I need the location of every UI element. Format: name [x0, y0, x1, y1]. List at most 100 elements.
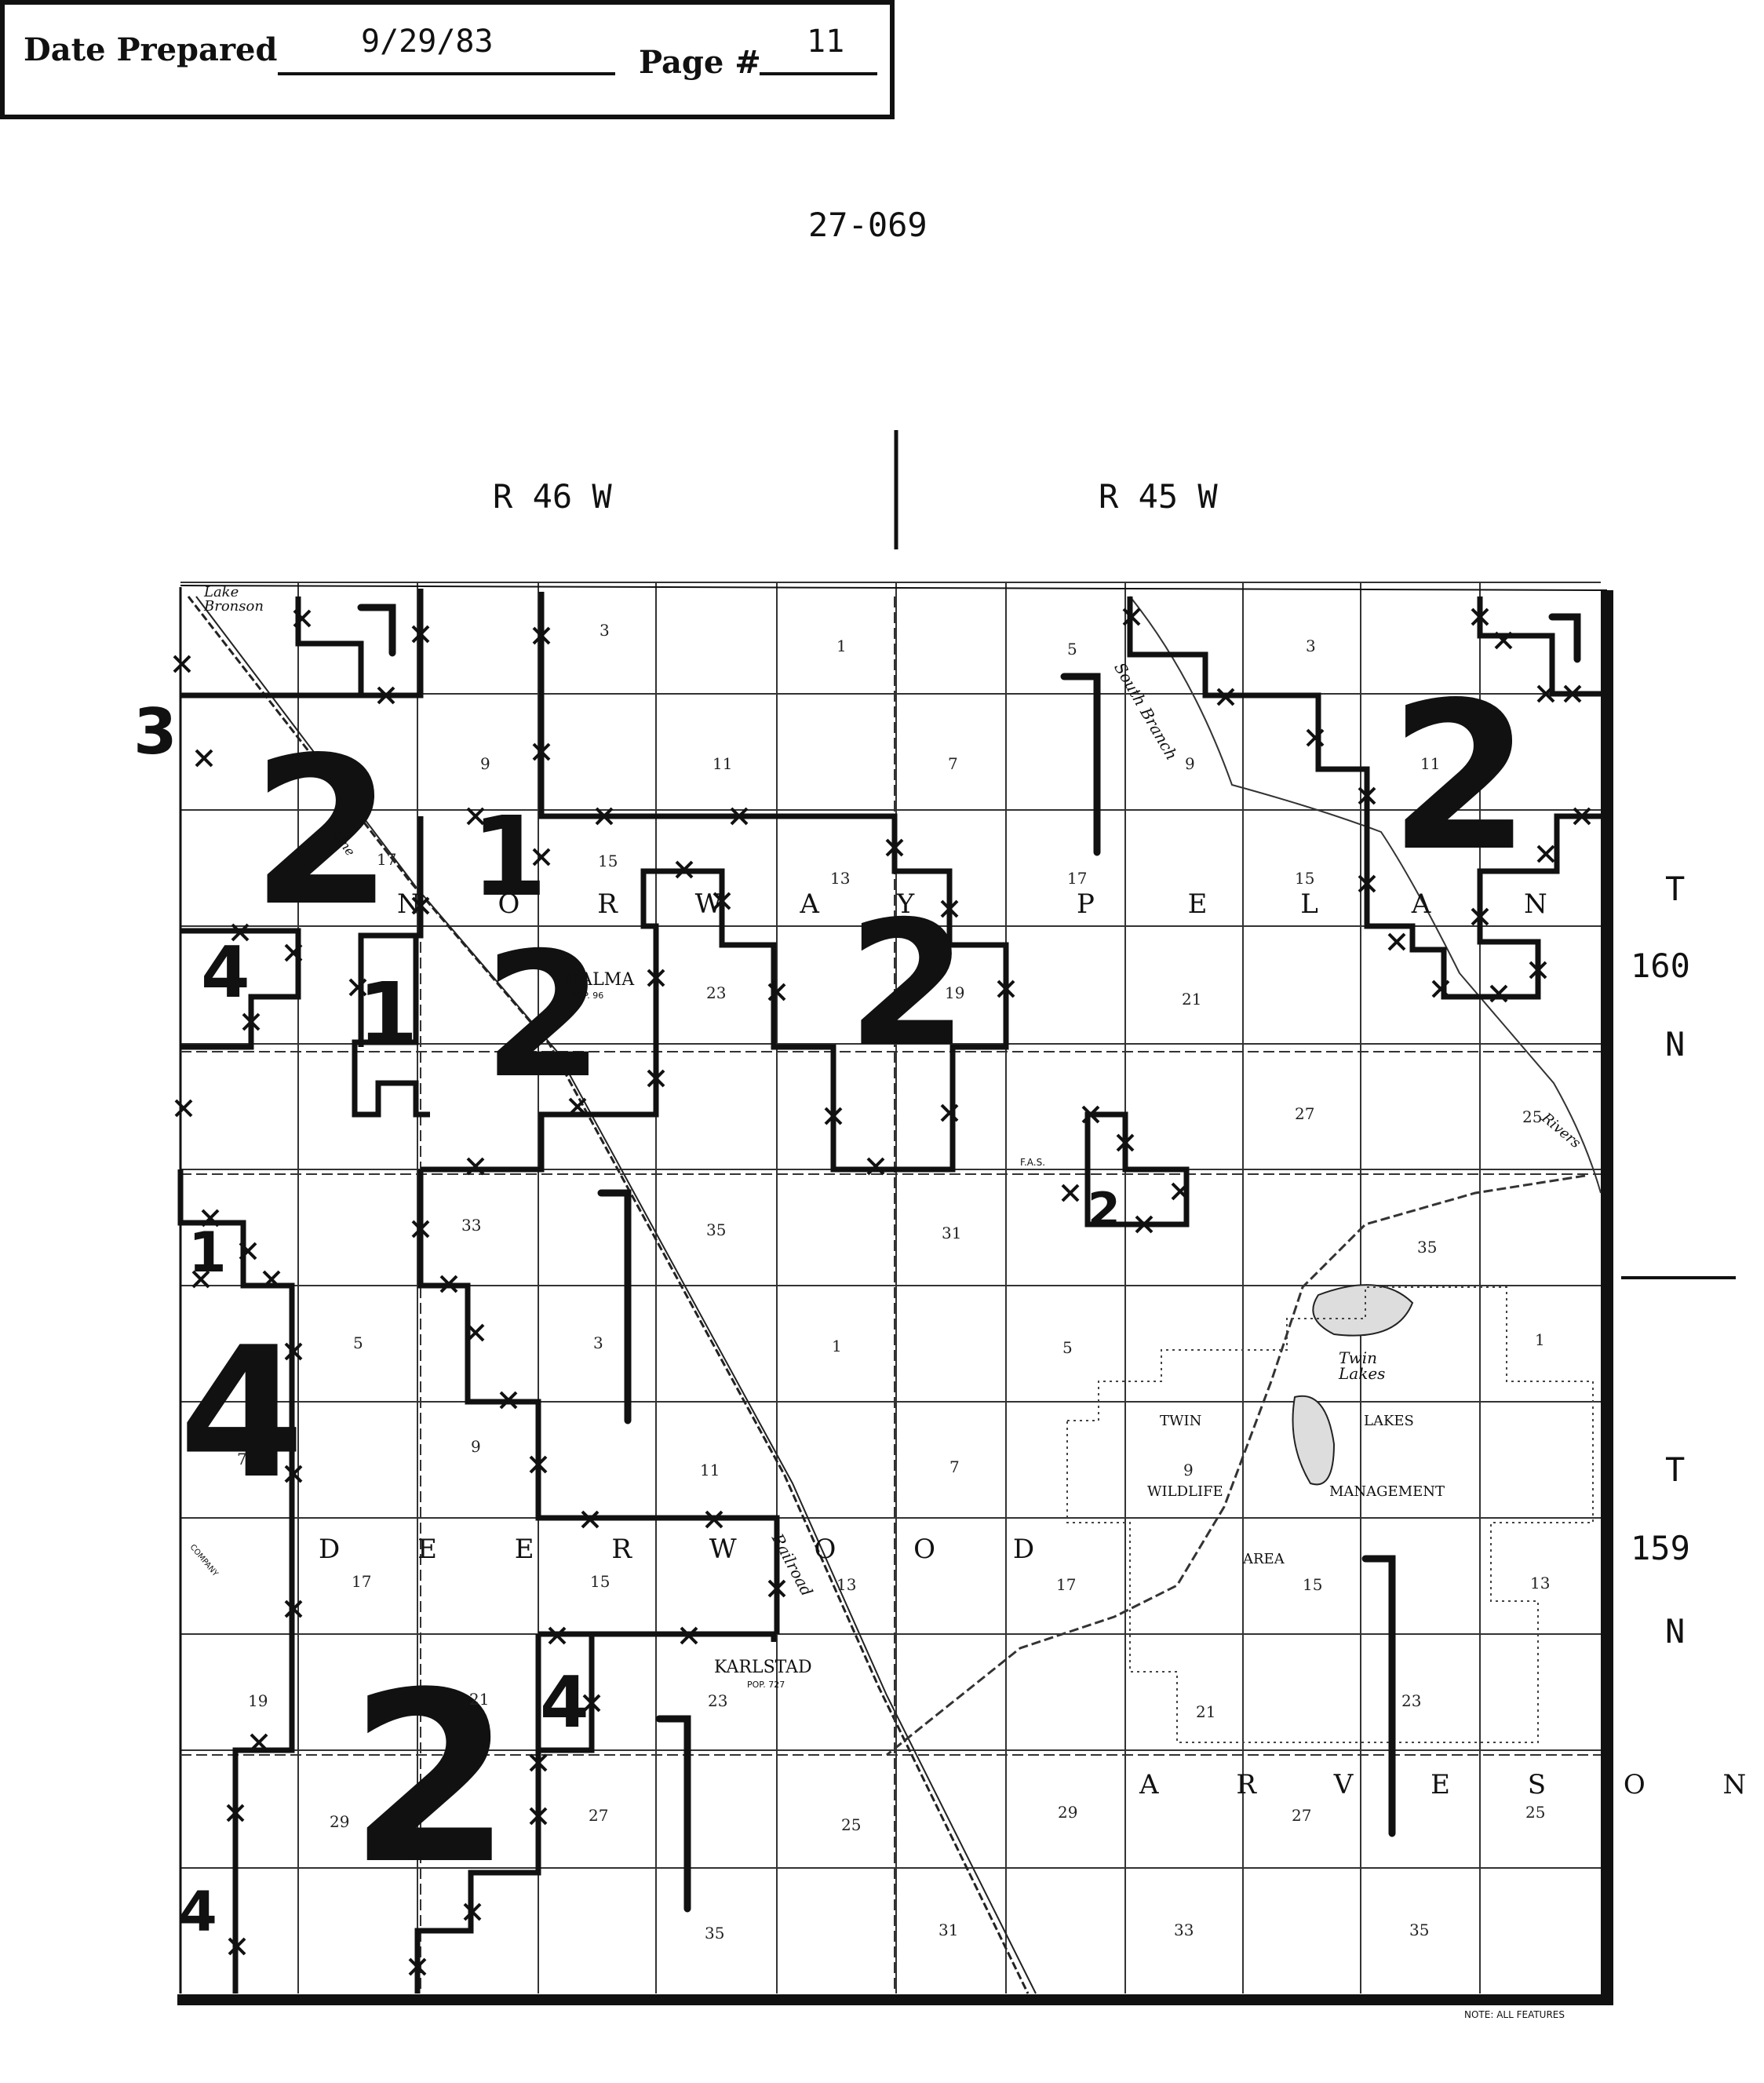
- wildlife-lakes-label: LAKES: [1364, 1413, 1414, 1429]
- svg-text:23: 23: [1401, 1691, 1421, 1710]
- svg-text:17: 17: [377, 850, 396, 869]
- svg-text:3: 3: [1306, 637, 1316, 655]
- svg-text:35: 35: [706, 1220, 726, 1239]
- svg-text:35: 35: [1417, 1238, 1437, 1257]
- svg-text:9: 9: [480, 754, 490, 773]
- zone-label-4-sw: 4: [179, 1880, 217, 1944]
- town-label-pelan: P E L A N: [1077, 888, 1590, 920]
- svg-text:15: 15: [1303, 1575, 1322, 1594]
- page-number-label: Page #: [639, 44, 761, 81]
- svg-text:27: 27: [1295, 1104, 1314, 1123]
- svg-text:7: 7: [948, 754, 958, 773]
- date-prepared-value: 9/29/83: [361, 24, 494, 60]
- svg-text:1: 1: [836, 637, 847, 655]
- svg-text:7: 7: [949, 1457, 960, 1476]
- map-note: NOTE: ALL FEATURES: [1464, 2009, 1565, 2020]
- svg-text:9: 9: [471, 1437, 481, 1456]
- wildlife-twin-label: TWIN: [1160, 1413, 1202, 1429]
- svg-text:35: 35: [1409, 1921, 1429, 1939]
- page-number-value: 11: [807, 24, 845, 60]
- svg-text:13: 13: [836, 1575, 856, 1594]
- svg-text:23: 23: [706, 983, 726, 1002]
- township-t160-t: T: [1665, 870, 1686, 908]
- page-underline: [760, 72, 877, 75]
- svg-text:13: 13: [830, 869, 850, 888]
- range-label-r46w: R 46 W: [493, 477, 612, 516]
- boundary-tick-marks: [173, 607, 1591, 1976]
- zone-label-2-small: 2: [1088, 1183, 1121, 1238]
- road-fap-11: [886, 1174, 1586, 1757]
- zone-label-4-large: 4: [179, 1309, 304, 1519]
- wildlife-label: WILDLIFE: [1147, 1483, 1223, 1500]
- railroad-line: [187, 596, 1030, 1994]
- zone-label-1-halma: 1: [358, 964, 418, 1064]
- svg-text:11: 11: [713, 754, 732, 773]
- town-label-halma: HALMA: [565, 970, 635, 990]
- township-t159-d: N: [1665, 1612, 1686, 1651]
- handwritten-strokes: [357, 604, 1581, 1913]
- zone-label-2-center: 2: [847, 884, 968, 1085]
- svg-text:5: 5: [1067, 640, 1077, 658]
- lake-bronson-label: Lake Bronson: [204, 584, 264, 615]
- svg-text:17: 17: [1056, 1575, 1076, 1594]
- svg-text:25: 25: [1525, 1803, 1545, 1822]
- svg-text:17: 17: [352, 1572, 371, 1591]
- date-prepared-label: Date Prepared: [24, 31, 278, 68]
- zone-label-1-west: 1: [188, 1220, 227, 1285]
- wildlife-area-boundary: [1066, 1286, 1594, 1743]
- zone-label-4-west: 4: [201, 932, 250, 1014]
- svg-text:13: 13: [1530, 1574, 1550, 1592]
- map-border: [177, 585, 1613, 2005]
- svg-text:25: 25: [841, 1815, 861, 1834]
- svg-text:11: 11: [1420, 754, 1440, 773]
- svg-text:21: 21: [1182, 990, 1201, 1009]
- svg-text:19: 19: [248, 1691, 268, 1710]
- svg-text:23: 23: [708, 1691, 727, 1710]
- fas-label: F.A.S.: [1020, 1157, 1046, 1168]
- town-label-arveson: A R V E S O N: [1139, 1769, 1764, 1800]
- svg-text:17: 17: [1067, 869, 1087, 888]
- river-south-branch: [1129, 596, 1602, 1194]
- range-label-r45w: R 45 W: [1099, 477, 1218, 516]
- town-label-deerwood: D E E R W O O D: [319, 1534, 1070, 1565]
- svg-text:3: 3: [593, 1333, 603, 1352]
- town-label-karlstad: KARLSTAD: [714, 1658, 812, 1677]
- county-roads: [180, 596, 1601, 1994]
- town-label-norway: N O R W A Y: [397, 888, 949, 920]
- svg-text:5: 5: [1062, 1338, 1073, 1357]
- header-box: Date Prepared 9/29/83 Page # 11: [0, 0, 895, 119]
- township-t159-n: 159: [1631, 1529, 1690, 1567]
- svg-text:33: 33: [1174, 1921, 1194, 1939]
- svg-text:33: 33: [461, 1216, 481, 1235]
- svg-text:9: 9: [1183, 1461, 1194, 1479]
- zone-label-3: 3: [133, 695, 177, 768]
- zone-label-4-karlstad: 4: [540, 1662, 589, 1744]
- state-highway-59: [195, 596, 1037, 1994]
- svg-text:29: 29: [330, 1812, 349, 1831]
- svg-text:15: 15: [590, 1572, 610, 1591]
- precinct-boundaries: [177, 589, 1601, 1994]
- svg-text:35: 35: [705, 1924, 724, 1943]
- karlstad-population: POP. 727: [747, 1680, 785, 1690]
- twin-lakes: [1292, 1284, 1414, 1486]
- zone-label-2-halma: 2: [483, 915, 603, 1116]
- zone-label-2-ne: 2: [1389, 659, 1531, 896]
- svg-text:31: 31: [942, 1224, 961, 1242]
- svg-text:29: 29: [1058, 1803, 1077, 1822]
- management-label: MANAGEMENT: [1329, 1483, 1445, 1500]
- township-t159-t: T: [1665, 1450, 1686, 1489]
- svg-text:9: 9: [1185, 754, 1195, 773]
- svg-text:11: 11: [700, 1461, 720, 1479]
- svg-text:21: 21: [1196, 1702, 1215, 1721]
- zone-number-labels: 2 1 2 1 2 2 3 4 1 4 2 4 2 4: [133, 659, 1531, 1944]
- svg-text:15: 15: [598, 852, 618, 870]
- date-underline: [278, 72, 615, 75]
- map-id: 27-069: [808, 206, 928, 244]
- zone-label-2-sw: 2: [348, 1642, 512, 1916]
- twin-lakes-label: Twin Lakes: [1339, 1348, 1386, 1383]
- svg-text:31: 31: [938, 1921, 958, 1939]
- svg-text:27: 27: [589, 1806, 608, 1825]
- township-t160-d: N: [1665, 1025, 1686, 1063]
